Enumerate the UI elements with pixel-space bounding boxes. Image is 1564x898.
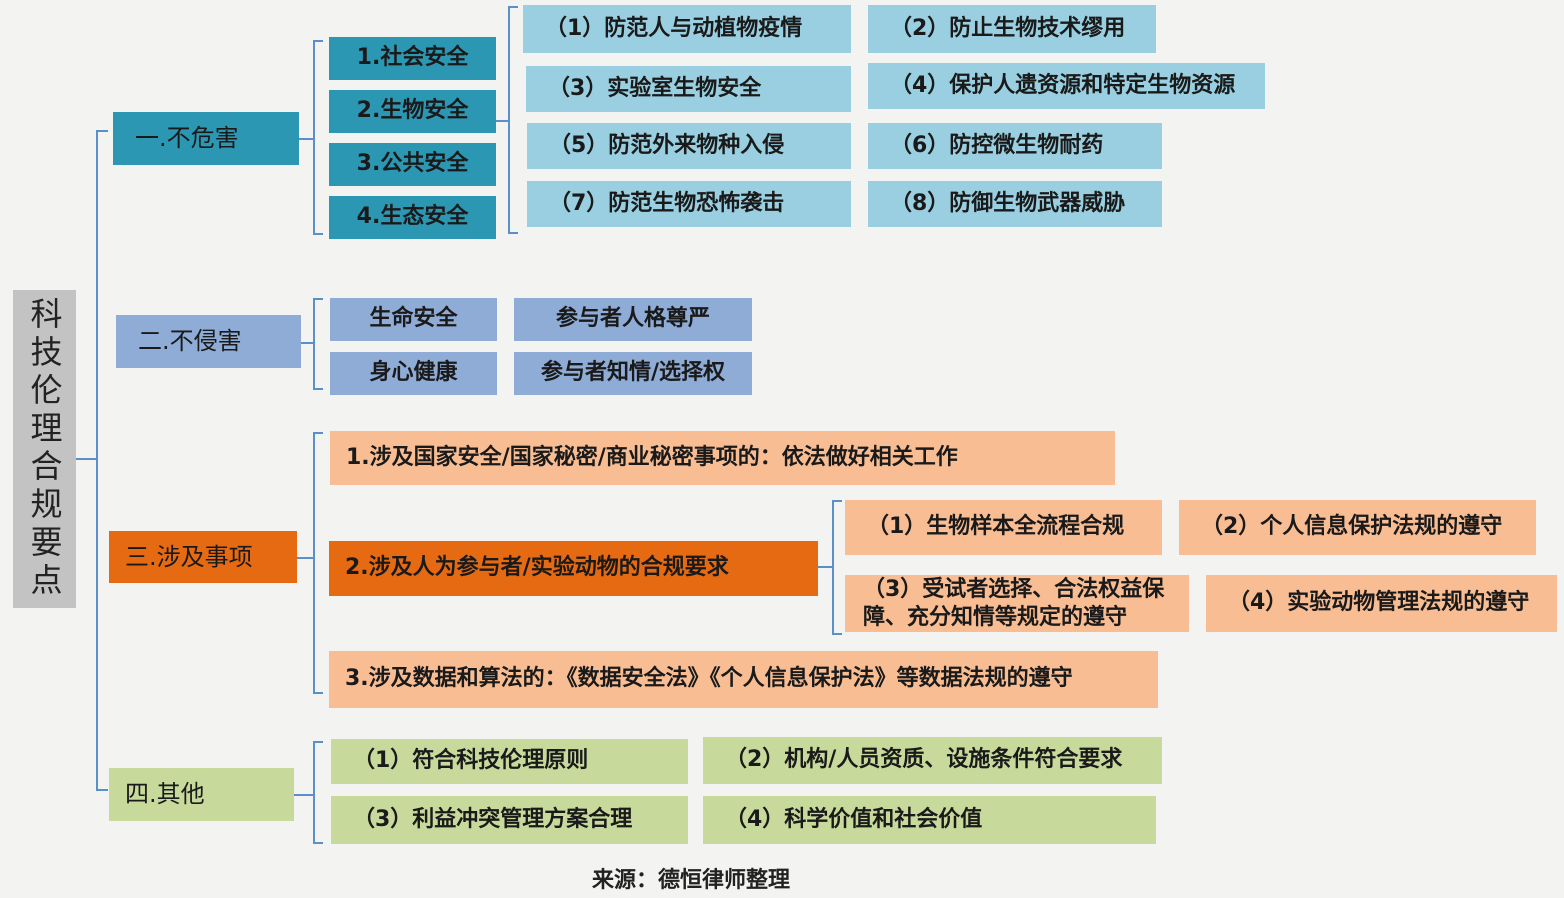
section4-item-2: （2）机构/人员资质、设施条件符合要求 [703, 737, 1162, 784]
section1-sub-eco: 4.生态安全 [329, 196, 496, 239]
section2-item-dignity: 参与者人格尊严 [514, 298, 752, 341]
bio-item-7: （7）防范生物恐怖袭击 [527, 181, 851, 227]
section3-bracket [313, 432, 323, 694]
participant-sub-1: （1）生物样本全流程合规 [845, 500, 1162, 555]
participant-sub-4: （4）实验动物管理法规的遵守 [1206, 575, 1557, 632]
section2-connector [301, 342, 313, 344]
bio-item-3: （3）实验室生物安全 [526, 66, 851, 112]
section3-item-3: 3.涉及数据和算法的：《数据安全法》《个人信息保护法》等数据法规的遵守 [329, 651, 1158, 708]
participant-bracket [832, 500, 842, 635]
bio-item-8: （8）防御生物武器威胁 [868, 181, 1162, 227]
section4-item-4: （4）科学价值和社会价值 [703, 796, 1156, 844]
section1-sub-bio: 2.生物安全 [329, 90, 496, 133]
bio-connector [496, 120, 508, 122]
section2-item-health: 身心健康 [330, 352, 497, 395]
bio-item-4: （4）保护人遗资源和特定生物资源 [868, 63, 1265, 109]
section4-connector [294, 794, 313, 796]
bio-item-1: （1）防范人与动植物疫情 [523, 5, 851, 53]
section2-item-life: 生命安全 [330, 298, 497, 341]
bio-item-6: （6）防控微生物耐药 [868, 123, 1162, 169]
section1-label: 一.不危害 [113, 112, 299, 165]
participant-sub-3: （3）受试者选择、合法权益保障、充分知情等规定的遵守 [845, 575, 1189, 632]
bio-bracket [508, 6, 518, 234]
section1-connector [299, 138, 313, 140]
section2-item-consent: 参与者知情/选择权 [514, 352, 752, 395]
section3-label: 三.涉及事项 [109, 531, 297, 583]
root-connector [76, 458, 96, 460]
section3-connector [297, 557, 313, 559]
root-title: 科技伦理合规要点 [13, 290, 76, 608]
main-bracket [96, 130, 108, 791]
section1-sub-public: 3.公共安全 [329, 143, 496, 186]
section1-sub-social: 1.社会安全 [329, 37, 496, 80]
bio-item-2: （2）防止生物技术缪用 [868, 5, 1156, 53]
section3-item-1: 1.涉及国家安全/国家秘密/商业秘密事项的：依法做好相关工作 [330, 431, 1115, 485]
section4-item-3: （3）利益冲突管理方案合理 [331, 796, 688, 844]
bio-item-5: （5）防范外来物种入侵 [527, 123, 851, 169]
section4-bracket [313, 741, 323, 844]
section2-bracket [313, 298, 323, 390]
section3-item-2: 2.涉及人为参与者/实验动物的合规要求 [329, 541, 818, 596]
section4-label: 四.其他 [109, 768, 294, 821]
participant-sub-2: （2）个人信息保护法规的遵守 [1179, 500, 1536, 555]
section1-bracket [313, 40, 323, 235]
section2-label: 二.不侵害 [116, 315, 301, 368]
section4-item-1: （1）符合科技伦理原则 [331, 739, 688, 784]
source-note: 来源：德恒律师整理 [592, 868, 791, 893]
participant-connector [818, 566, 832, 568]
